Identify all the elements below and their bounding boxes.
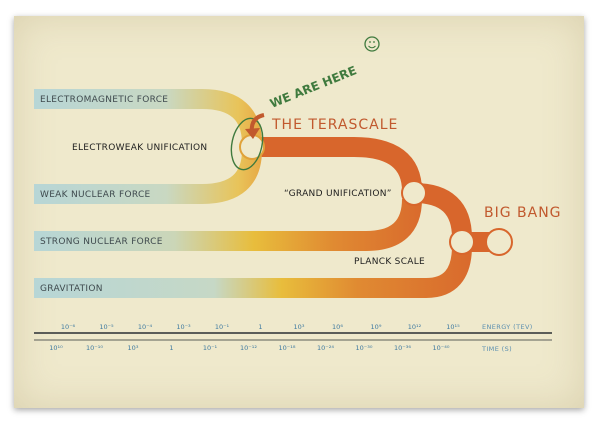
diagram-card: ELECTROMAGNETIC FORCE WEAK NUCLEAR FORCE…: [14, 16, 584, 408]
time-tick: 10¹⁰: [49, 344, 63, 352]
energy-tick: 10¹⁵: [446, 323, 460, 331]
we-are-here-circle: [230, 117, 264, 171]
grand-unification-node: [401, 180, 427, 206]
label-weak: WEAK NUCLEAR FORCE: [40, 190, 151, 200]
planck-node: [449, 229, 475, 255]
electroweak-band: [254, 137, 422, 192]
time-tick: 10⁻³⁶: [394, 344, 411, 352]
time-tick: 10³: [128, 344, 139, 352]
label-big-bang: BIG BANG: [484, 205, 562, 221]
energy-tick: 10⁹: [371, 323, 382, 331]
energy-tick: 10⁻⁴: [138, 323, 153, 331]
label-terascale: THE TERASCALE: [271, 117, 398, 133]
big-bang-node: [485, 228, 513, 256]
strong-force-band: [34, 198, 422, 251]
label-planck-scale: PLANCK SCALE: [354, 257, 425, 267]
time-tick: 1: [169, 344, 173, 352]
time-tick: 10⁻¹⁸: [279, 344, 296, 352]
gravitation-band: [34, 245, 472, 298]
label-grand-unification: “GRAND UNIFICATION”: [284, 189, 392, 199]
energy-tick: 10⁻¹: [215, 323, 230, 331]
unification-diagram: ELECTROMAGNETIC FORCE WEAK NUCLEAR FORCE…: [34, 36, 562, 353]
energy-axis-label: ENERGY (TEV): [482, 323, 533, 331]
time-tick: 10⁻¹: [203, 344, 218, 352]
label-gravitation: GRAVITATION: [40, 284, 103, 294]
time-axis-label: TIME (S): [481, 345, 512, 353]
electromagnetic-band: [34, 89, 262, 145]
weak-force-band: [34, 149, 262, 204]
time-ticks: 10¹⁰ 10⁻¹⁰ 10³ 1 10⁻¹ 10⁻¹² 10⁻¹⁸ 10⁻²⁴ 10⁻³⁰ 10⁻…: [49, 344, 450, 352]
label-electromagnetic: ELECTROMAGNETIC FORCE: [40, 95, 168, 105]
smiley-icon: [364, 36, 380, 52]
energy-tick: 10⁻⁵: [99, 323, 114, 331]
time-tick: 10⁻³⁰: [356, 344, 373, 352]
time-tick: 10⁻⁴⁰: [433, 344, 450, 352]
energy-tick: 10⁻⁶: [61, 323, 76, 331]
terascale-arrowhead: [245, 128, 260, 139]
energy-tick: 10⁶: [332, 323, 343, 331]
time-tick: 10⁻¹²: [240, 344, 257, 352]
energy-tick: 10⁻³: [176, 323, 191, 331]
time-tick: 10⁻²⁴: [317, 344, 334, 352]
label-we-are-here: WE ARE HERE: [268, 63, 359, 111]
energy-ticks: 10⁻⁶ 10⁻⁵ 10⁻⁴ 10⁻³ 10⁻¹ 1 10³ 10⁶ 10⁹ 10¹² 10¹⁵: [61, 323, 460, 331]
energy-tick: 10¹²: [408, 323, 422, 331]
label-electroweak: ELECTROWEAK UNIFICATION: [72, 143, 207, 153]
energy-tick: 10³: [294, 323, 305, 331]
electroweak-node: [239, 134, 265, 160]
label-strong: STRONG NUCLEAR FORCE: [40, 237, 163, 247]
energy-tick: 1: [258, 323, 262, 331]
time-tick: 10⁻¹⁰: [86, 344, 103, 352]
